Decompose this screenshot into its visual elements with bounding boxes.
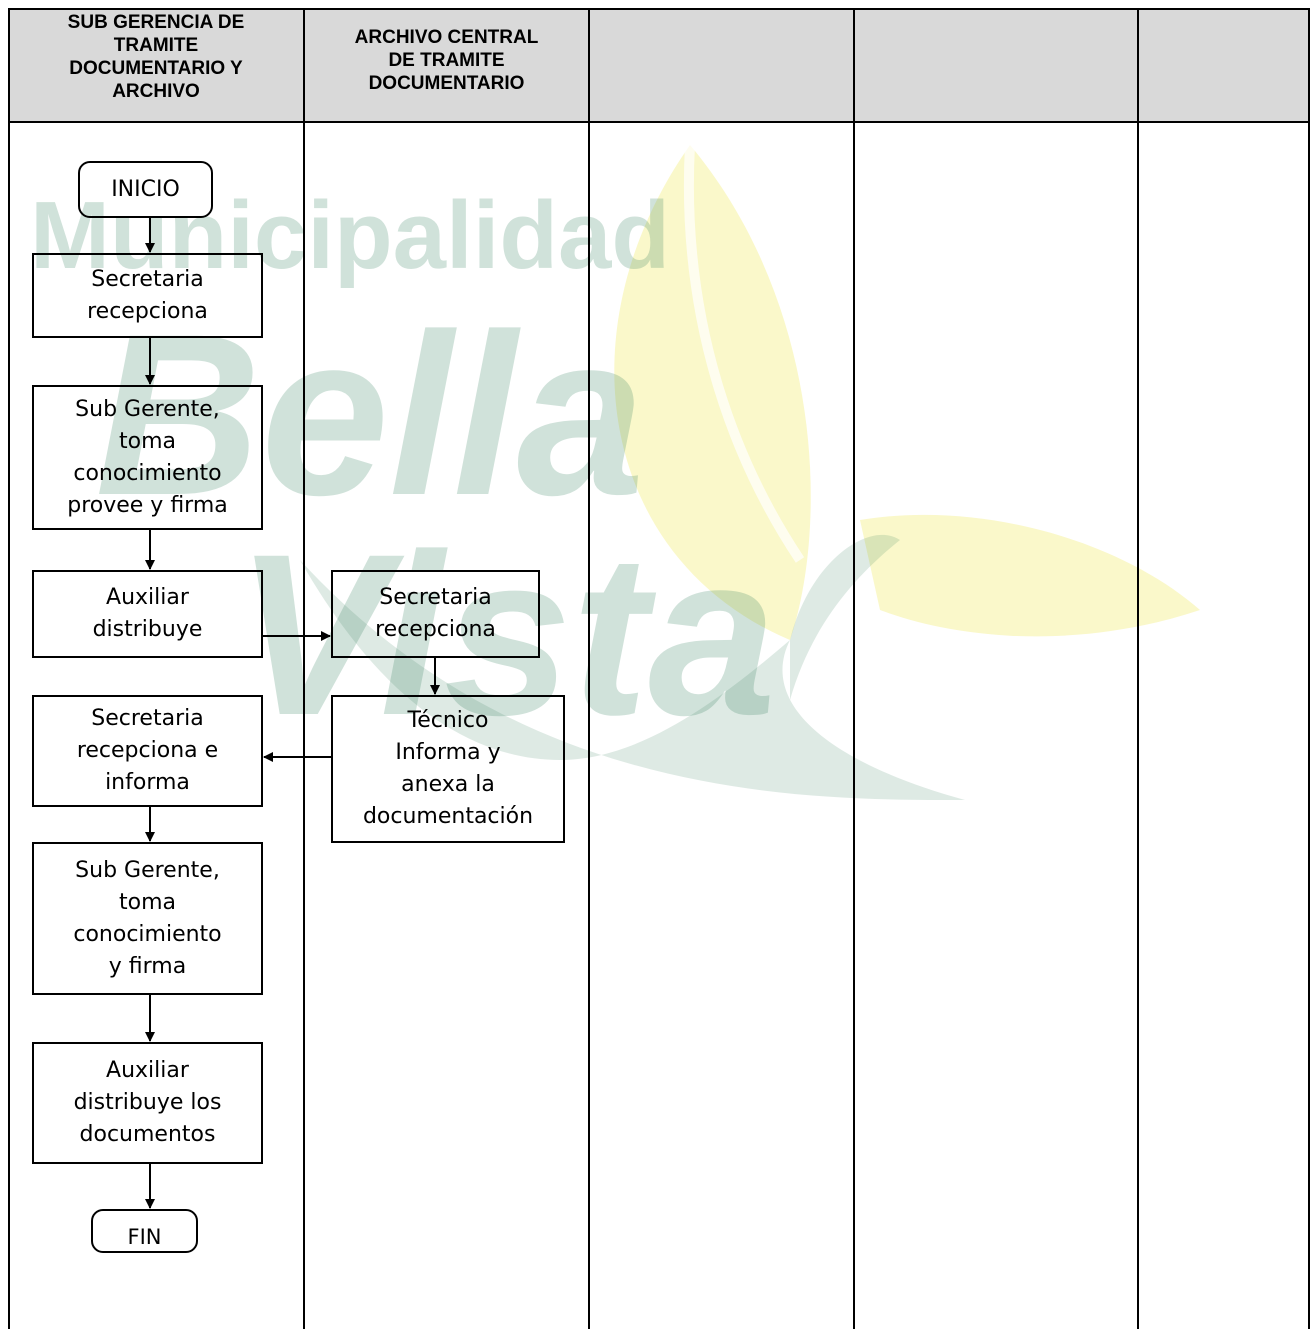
table-top-border — [8, 8, 1310, 10]
lane-divider — [8, 8, 10, 1329]
lane-divider — [588, 8, 590, 1329]
process-auxiliar-distribuye-documentos: Auxiliar distribuye los documentos — [32, 1042, 263, 1164]
process-auxiliar-distribuye: Auxiliar distribuye — [32, 570, 263, 658]
lane-header-5 — [1138, 8, 1310, 122]
lane-divider — [853, 8, 855, 1329]
lane-divider — [303, 8, 305, 1329]
end-terminal: FIN — [91, 1209, 198, 1253]
start-terminal: INICIO — [78, 161, 213, 218]
lane-header-label: ARCHIVO CENTRAL DE TRAMITE DOCUMENTARIO — [354, 27, 539, 94]
process-tecnico-informa: Técnico Informa y anexa la documentación — [331, 695, 565, 843]
process-sub-gerente-firma: Sub Gerente, toma conocimiento y firma — [32, 842, 263, 995]
lane-header-4 — [854, 8, 1138, 122]
lane-header-1: SUB GERENCIA DE TRAMITE DOCUMENTARIO Y A… — [8, 8, 304, 122]
lane-header-3 — [589, 8, 854, 122]
header-bottom-border — [8, 121, 1310, 123]
lane-header-label: SUB GERENCIA DE TRAMITE DOCUMENTARIO Y A… — [67, 12, 245, 102]
process-archivo-secretaria-recepciona: Secretaria recepciona — [331, 570, 540, 658]
process-secretaria-informa: Secretaria recepciona e informa — [32, 695, 263, 807]
lane-header-2: ARCHIVO CENTRAL DE TRAMITE DOCUMENTARIO — [304, 8, 589, 122]
lane-divider — [1308, 8, 1310, 1329]
process-secretaria-recepciona: Secretaria recepciona — [32, 253, 263, 338]
lane-divider — [1137, 8, 1139, 1329]
process-sub-gerente-provee: Sub Gerente, toma conocimiento provee y … — [32, 385, 263, 530]
swimlane-table: SUB GERENCIA DE TRAMITE DOCUMENTARIO Y A… — [8, 8, 1310, 1329]
